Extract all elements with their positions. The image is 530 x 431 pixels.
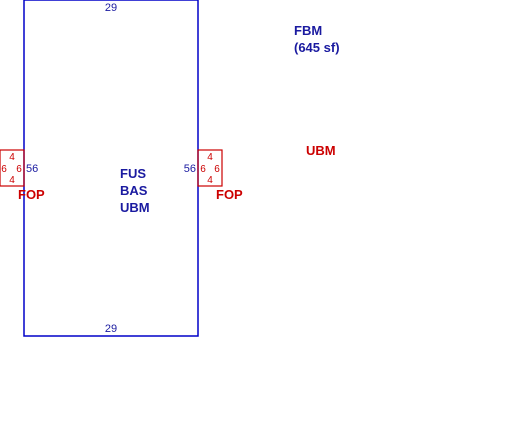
left-porch-outline[interactable]: [0, 149, 25, 187]
right-porch-right: 6: [214, 164, 220, 175]
fbm-label-line1: FBM: [294, 23, 322, 38]
area-label-bas: BAS: [120, 183, 148, 198]
left-porch-left: 6: [1, 164, 7, 175]
left-porch-top: 4: [9, 152, 15, 163]
area-label-ubm: UBM: [120, 200, 150, 215]
right-porch-left: 6: [200, 164, 206, 175]
right-porch-label: FOP: [216, 187, 243, 202]
ubm-floating-label: UBM: [306, 143, 336, 158]
left-porch-label: FOP: [18, 187, 45, 202]
dimension-right: 56: [184, 163, 196, 175]
left-porch-right: 6: [16, 164, 22, 175]
right-porch-top: 4: [207, 152, 213, 163]
right-porch-bottom: 4: [207, 175, 213, 186]
area-label-fus: FUS: [120, 166, 146, 181]
main-area-outline[interactable]: [23, 0, 199, 337]
dimension-top: 29: [105, 2, 117, 14]
left-porch-bottom: 4: [9, 175, 15, 186]
fbm-label-line2: (645 sf): [294, 40, 340, 55]
dimension-bottom: 29: [105, 323, 117, 335]
dimension-left: 56: [26, 163, 38, 175]
right-porch-outline[interactable]: [197, 149, 223, 187]
